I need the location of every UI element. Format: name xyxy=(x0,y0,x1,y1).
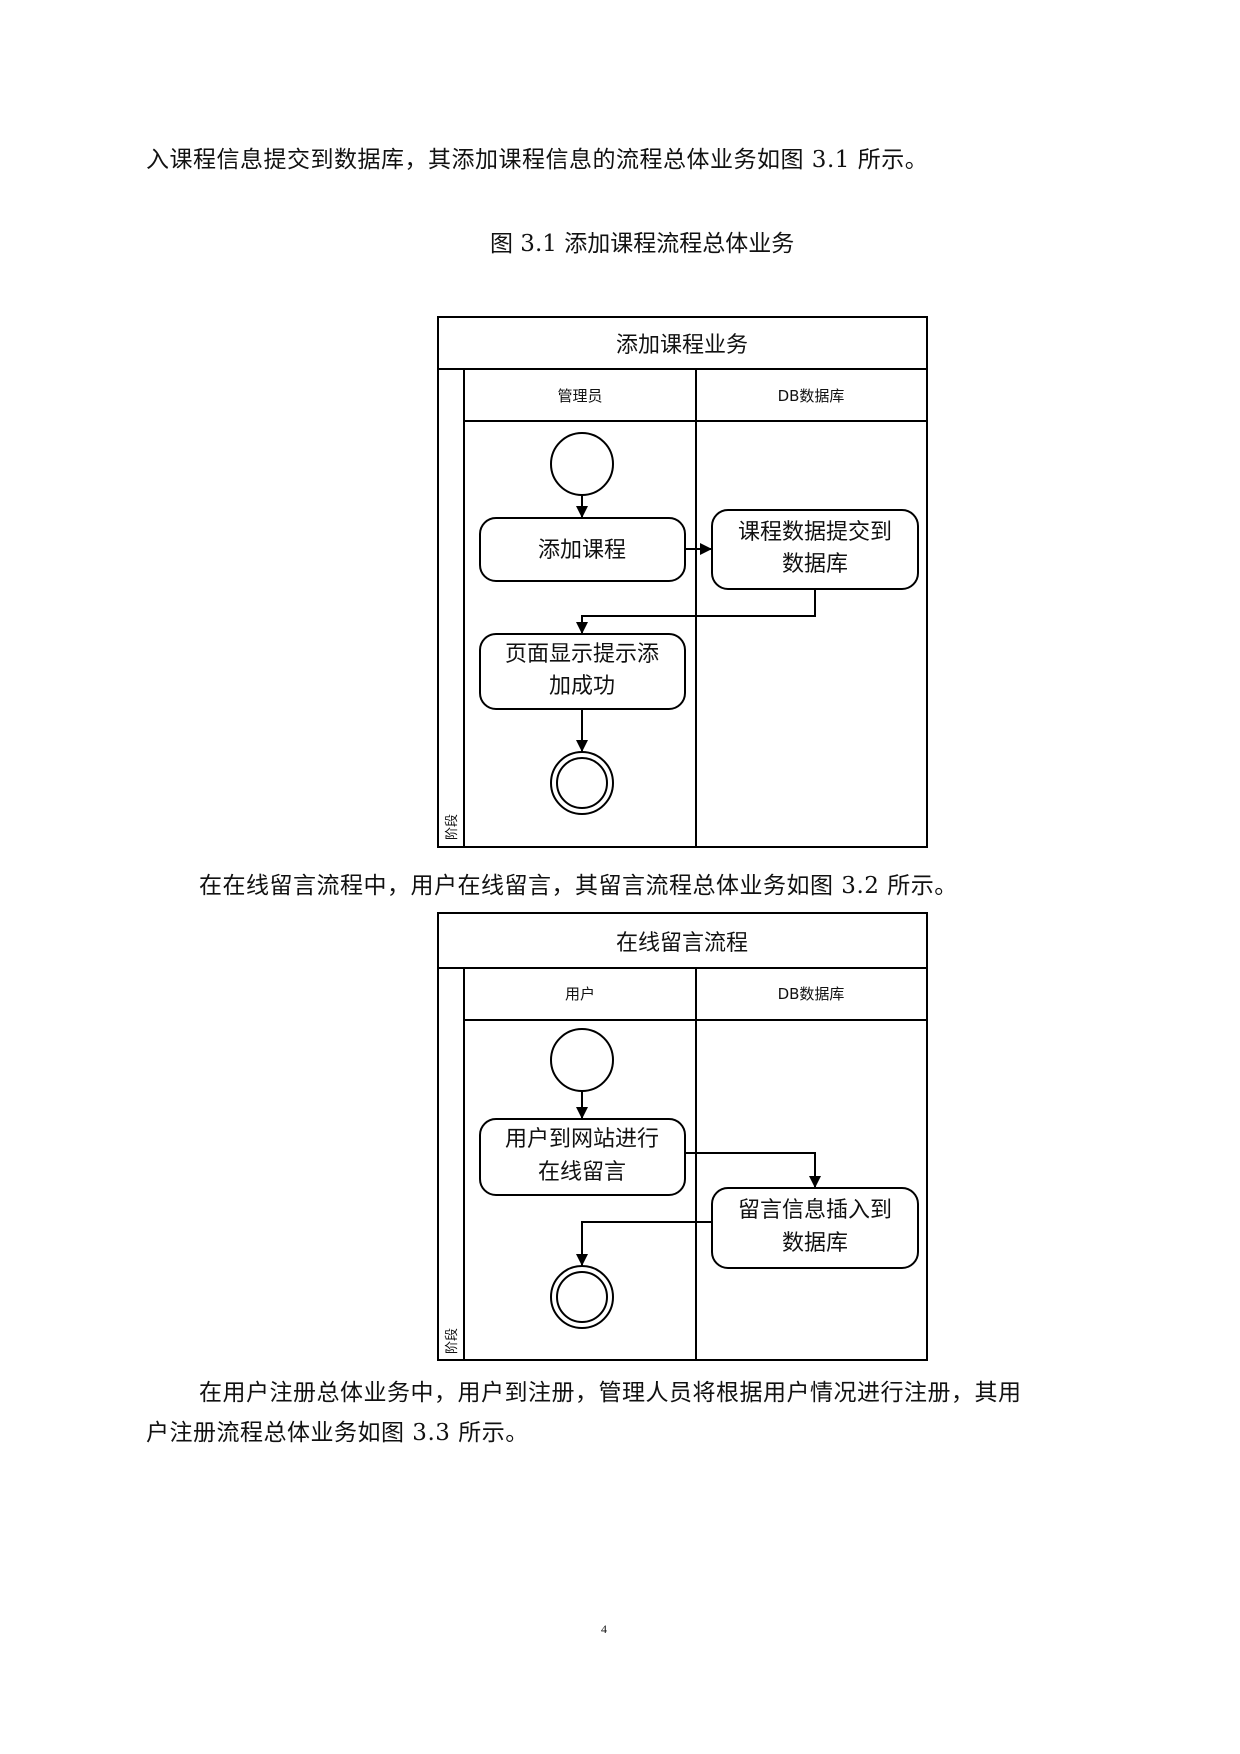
diagram1-start-node xyxy=(550,432,614,496)
diagram1-end-node xyxy=(550,751,614,815)
diagram1-lane-db: DB数据库 xyxy=(778,387,845,405)
diagram1-submit-db-label-1: 课程数据提交到 xyxy=(738,520,892,545)
diagram1-phase-label: 阶段 xyxy=(445,814,460,840)
diagram1-frame xyxy=(437,316,928,848)
diagram2-title: 在线留言流程 xyxy=(616,931,748,956)
diagram2-user-message-label-2: 在线留言 xyxy=(538,1160,626,1185)
intro-paragraph-line: 入课程信息提交到数据库，其添加课程信息的流程总体业务如图 3.1 所示。 xyxy=(146,147,929,173)
diagram-online-message xyxy=(437,912,928,1361)
paragraph-online-message: 在在线留言流程中，用户在线留言，其留言流程总体业务如图 3.2 所示。 xyxy=(199,873,958,899)
diagram1-show-success-label-1: 页面显示提示添 xyxy=(505,642,659,667)
diagram2-start-node xyxy=(550,1028,614,1092)
diagram1-submit-db-label-2: 数据库 xyxy=(782,552,848,577)
diagram2-insert-db-box xyxy=(711,1187,919,1269)
diagram1-lane-admin: 管理员 xyxy=(557,387,602,405)
diagram2-lane-db: DB数据库 xyxy=(778,985,845,1003)
paragraph-registration-line-1: 在用户注册总体业务中，用户到注册，管理人员将根据用户情况进行注册，其用 xyxy=(199,1380,1022,1406)
diagram1-show-success-label-2: 加成功 xyxy=(549,674,615,699)
diagram-add-course xyxy=(437,316,928,848)
diagram2-insert-db-label-1: 留言信息插入到 xyxy=(738,1198,892,1223)
diagram1-title: 添加课程业务 xyxy=(616,333,748,358)
page-number: 4 xyxy=(601,1622,607,1636)
diagram2-end-node xyxy=(550,1265,614,1329)
diagram2-user-message-box xyxy=(479,1118,686,1196)
diagram2-user-message-label-1: 用户到网站进行 xyxy=(505,1127,659,1152)
figure-3-1-caption: 图 3.1 添加课程流程总体业务 xyxy=(490,231,795,257)
diagram2-lane-user: 用户 xyxy=(565,985,595,1003)
diagram2-phase-label: 阶段 xyxy=(445,1328,460,1354)
paragraph-registration-line-2: 户注册流程总体业务如图 3.3 所示。 xyxy=(146,1420,529,1446)
diagram1-add-course-label: 添加课程 xyxy=(538,538,626,563)
diagram2-frame xyxy=(437,912,928,1361)
diagram2-insert-db-label-2: 数据库 xyxy=(782,1231,848,1256)
